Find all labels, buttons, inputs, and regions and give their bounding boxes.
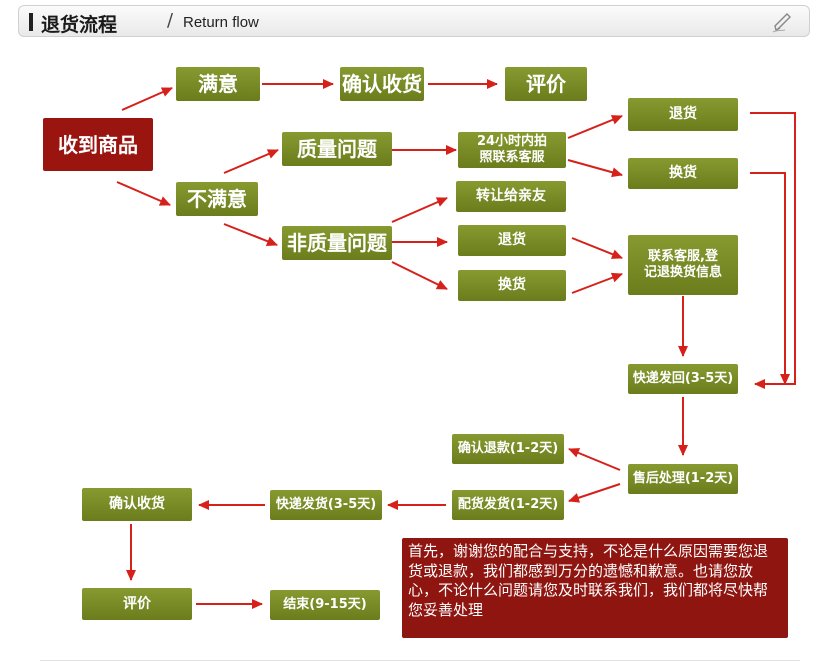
notice-box: 首先，谢谢您的配合与支持，不论是什么原因需要您退货或退款，我们都感到万分的遗憾和… [402, 538, 788, 638]
node-return-mid: 退货 [458, 225, 566, 256]
node-contact-within-24h: 24小时内拍 照联系客服 [458, 132, 566, 168]
node-confirm-refund: 确认退款(1-2天) [452, 434, 564, 464]
node-non-quality-issue: 非质量问题 [282, 226, 392, 260]
node-quality-issue: 质量问题 [282, 132, 392, 166]
node-ship-back: 快递发回(3-5天) [628, 364, 738, 394]
node-transfer-to-friend: 转让给亲友 [456, 181, 566, 212]
header-bar: 退货流程 / Return flow [18, 5, 810, 37]
title-bar-mark [29, 13, 33, 31]
page-title: 退货流程 [41, 14, 118, 36]
node-received-goods: 收到商品 [43, 118, 153, 171]
node-return-top: 退货 [628, 98, 738, 131]
title-separator: / [167, 10, 174, 31]
node-after-sale: 售后处理(1-2天) [628, 464, 738, 494]
node-review-top: 评价 [505, 67, 587, 101]
bottom-divider [40, 660, 800, 661]
node-done: 结束(9-15天) [270, 590, 380, 620]
page-subtitle: Return flow [183, 14, 259, 31]
node-confirm-receipt-top: 确认收货 [340, 67, 424, 101]
node-unsatisfied: 不满意 [176, 182, 258, 216]
node-review-bottom: 评价 [82, 588, 192, 620]
node-dispatch: 配货发货(1-2天) [452, 490, 564, 520]
pen-icon [772, 13, 791, 33]
node-exchange-mid: 换货 [458, 270, 566, 301]
node-contact-register-info: 联系客服,登 记退换货信息 [628, 235, 738, 295]
node-confirm-receipt-bottom: 确认收货 [82, 488, 192, 521]
node-satisfied: 满意 [176, 67, 260, 101]
node-exchange-top: 换货 [628, 158, 738, 189]
node-express-ship: 快递发货(3-5天) [270, 490, 382, 520]
